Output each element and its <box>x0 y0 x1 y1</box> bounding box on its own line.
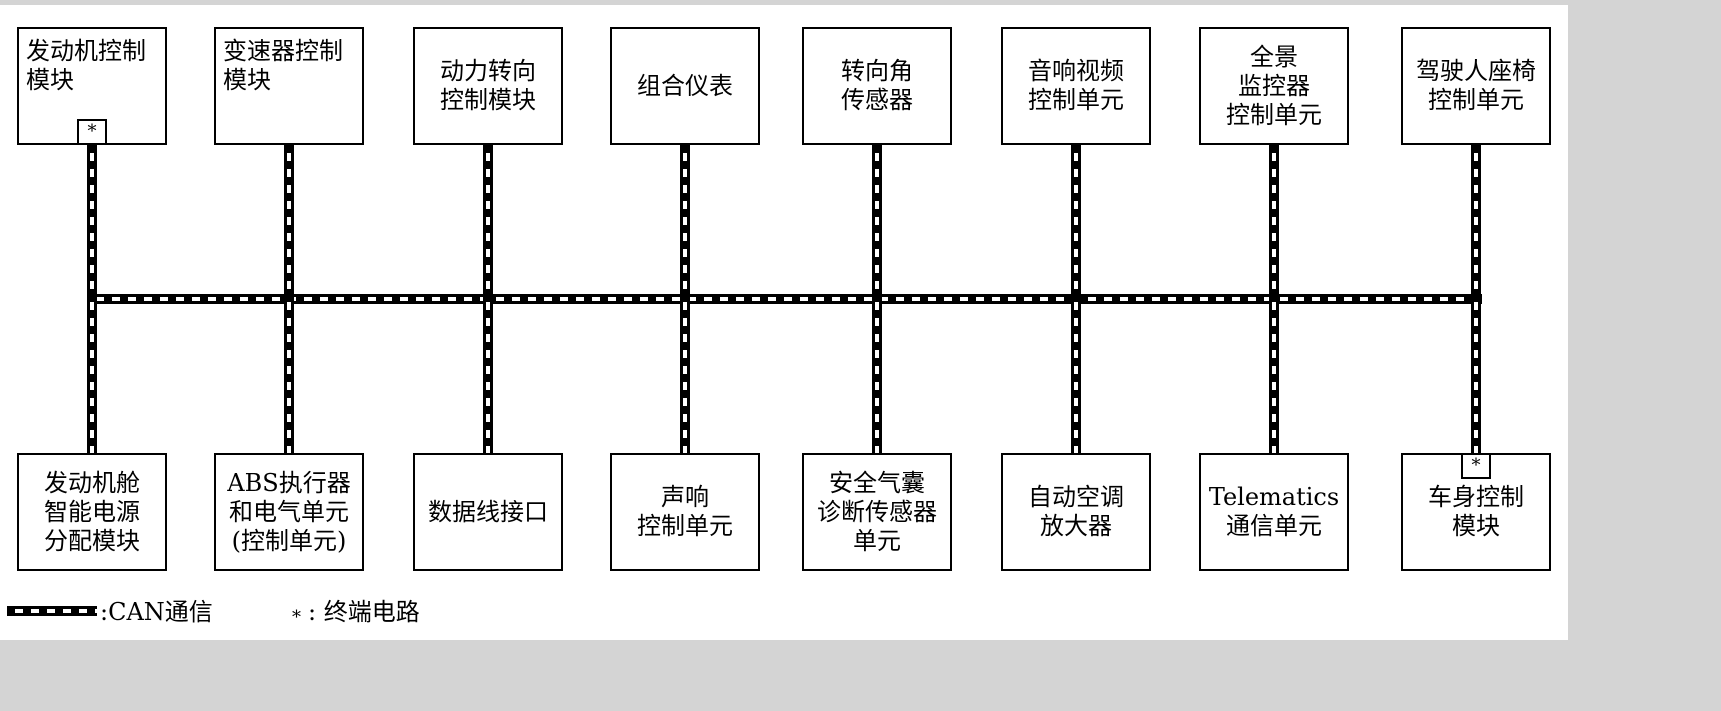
top-connection-line <box>872 145 882 304</box>
module-label: 数据线接口 <box>428 497 548 526</box>
module-label: 发动机舱 智能电源 分配模块 <box>44 468 140 555</box>
top-module-box: 全景 监控器 控制单元 <box>1199 27 1349 145</box>
bottom-connection-line <box>284 294 294 453</box>
top-module-box: 组合仪表 <box>610 27 760 145</box>
terminal-circuit-marker: * <box>77 119 107 145</box>
top-connection-line <box>1269 145 1279 304</box>
top-connection-line <box>284 145 294 304</box>
module-label: 车身控制 模块 <box>1428 483 1524 540</box>
module-label: 全景 监控器 控制单元 <box>1226 42 1322 129</box>
bottom-connection-line <box>87 294 97 453</box>
module-label: 安全气囊 诊断传感器 单元 <box>817 468 937 555</box>
can-bus-line <box>88 294 1482 304</box>
bottom-border <box>0 640 1568 648</box>
module-label: 自动空调 放大器 <box>1028 483 1124 540</box>
bottom-module-box: 自动空调 放大器 <box>1001 453 1151 571</box>
module-label: 变速器控制 模块 <box>223 37 343 94</box>
legend-can-line <box>7 606 97 616</box>
module-label: 动力转向 控制模块 <box>440 57 536 114</box>
top-connection-line <box>87 145 97 304</box>
bottom-connection-line <box>1071 294 1081 453</box>
terminal-circuit-marker: * <box>1461 453 1491 479</box>
bottom-connection-line <box>1269 294 1279 453</box>
legend-can-label: :CAN通信 <box>100 598 213 626</box>
bottom-module-box: 数据线接口 <box>413 453 563 571</box>
top-connection-line <box>1071 145 1081 304</box>
bottom-module-box: 安全气囊 诊断传感器 单元 <box>802 453 952 571</box>
bottom-connection-line <box>483 294 493 453</box>
module-label: 发动机控制 模块 <box>26 37 146 94</box>
module-label: 驾驶人座椅 控制单元 <box>1416 57 1536 114</box>
bottom-module-box: Telematics 通信单元 <box>1199 453 1349 571</box>
top-module-box: 动力转向 控制模块 <box>413 27 563 145</box>
top-module-box: 转向角 传感器 <box>802 27 952 145</box>
module-label: 组合仪表 <box>637 71 733 100</box>
bottom-module-box: 声响 控制单元 <box>610 453 760 571</box>
top-connection-line <box>1471 145 1481 304</box>
top-connection-line <box>680 145 690 304</box>
legend-terminal-label: : 终端电路 <box>308 598 420 626</box>
bottom-connection-line <box>680 294 690 453</box>
legend-terminal-symbol: * <box>292 607 301 628</box>
bottom-module-box: ABS执行器 和电气单元 (控制单元) <box>214 453 364 571</box>
top-module-box: 变速器控制 模块 <box>214 27 364 145</box>
bottom-connection-line <box>1471 294 1481 453</box>
top-module-box: 音响视频 控制单元 <box>1001 27 1151 145</box>
top-connection-line <box>483 145 493 304</box>
module-label: ABS执行器 和电气单元 (控制单元) <box>227 468 351 555</box>
bottom-connection-line <box>872 294 882 453</box>
module-label: 声响 控制单元 <box>637 483 733 540</box>
module-label: Telematics 通信单元 <box>1208 483 1340 540</box>
module-label: 音响视频 控制单元 <box>1028 57 1124 114</box>
bottom-module-box: 车身控制 模块 <box>1401 453 1551 571</box>
top-module-box: 驾驶人座椅 控制单元 <box>1401 27 1551 145</box>
bottom-module-box: 发动机舱 智能电源 分配模块 <box>17 453 167 571</box>
module-label: 转向角 传感器 <box>841 57 913 114</box>
